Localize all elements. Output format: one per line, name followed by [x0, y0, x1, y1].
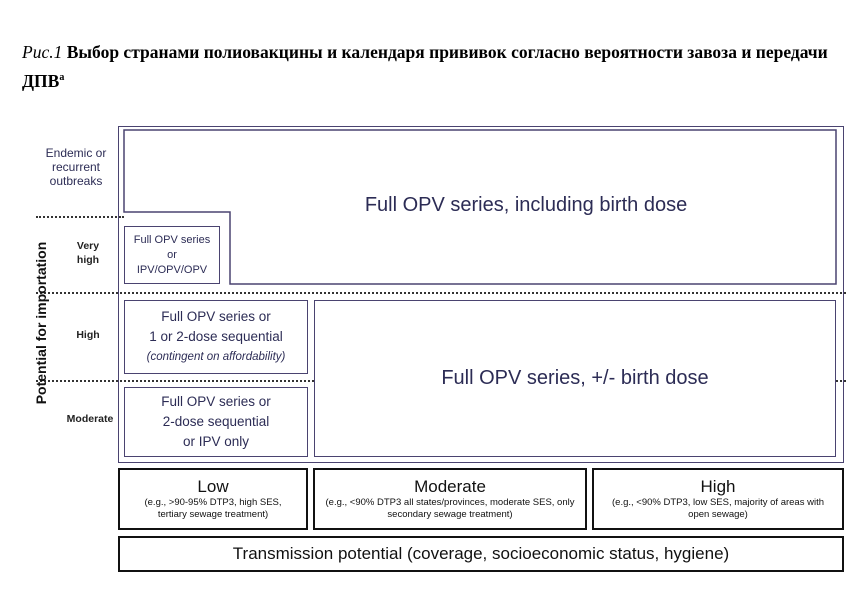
- very-high-small-line1: Full OPV series: [133, 233, 211, 246]
- separator-very-high: [36, 216, 124, 218]
- region-moderate-small: Full OPV series or 2-dose sequential or …: [124, 387, 308, 457]
- region-high-small: Full OPV series or 1 or 2-dose sequentia…: [124, 300, 308, 374]
- very-high-small-line2: or: [167, 248, 177, 261]
- region-full-birth-label: Full OPV series, including birth dose: [364, 193, 688, 216]
- region-full-birth-outline: [123, 129, 837, 285]
- region-full-plus-minus: Full OPV series, +/- birth dose: [314, 300, 836, 457]
- caption-prefix: Рис.1: [22, 42, 63, 62]
- y-level-moderate: Moderate: [66, 413, 114, 425]
- x-axis-title: Transmission potential (coverage, socioe…: [232, 544, 730, 563]
- high-small-line2: 1 or 2-dose sequential: [149, 329, 283, 344]
- moderate-small-line3: or IPV only: [182, 434, 250, 449]
- y-axis-title: Potential for importation: [33, 241, 49, 405]
- x-level-moderate-label: Moderate: [414, 477, 486, 496]
- x-level-high: High (e.g., <90% DTP3, low SES, majority…: [592, 468, 844, 530]
- moderate-small-line1: Full OPV series or: [161, 394, 271, 409]
- moderate-small-line2: 2-dose sequential: [162, 414, 270, 429]
- x-level-moderate: Moderate (e.g., <90% DTP3 all states/pro…: [313, 468, 587, 530]
- high-small-line1: Full OPV series or: [161, 309, 271, 324]
- x-level-low-note: (e.g., >90-95% DTP3, high SES, tertiary …: [144, 497, 282, 520]
- x-level-high-note: (e.g., <90% DTP3, low SES, majority of a…: [612, 497, 824, 520]
- x-level-high-label: High: [700, 477, 736, 496]
- y-level-endemic: Endemic or recurrent outbreaks: [45, 146, 107, 188]
- caption-superscript: a: [59, 72, 65, 83]
- high-small-line3: (contingent on affordability): [146, 351, 286, 363]
- diagram-frame: [118, 126, 844, 463]
- region-very-high-small: Full OPV series or IPV/OPV/OPV: [124, 226, 220, 284]
- separator-high: [36, 292, 846, 294]
- very-high-small-line3: IPV/OPV/OPV: [136, 263, 208, 276]
- x-level-moderate-note: (e.g., <90% DTP3 all states/provinces, m…: [325, 497, 575, 520]
- figure-caption: Рис.1 Выбор странами полиовакцины и кале…: [22, 40, 852, 94]
- caption-text: Выбор странами полиовакцины и календаря …: [22, 42, 828, 91]
- y-level-very-high: Very high: [76, 240, 100, 266]
- y-level-high: High: [76, 329, 100, 341]
- region-full-plus-minus-label: Full OPV series, +/- birth dose: [441, 367, 709, 389]
- x-axis-title-box: Transmission potential (coverage, socioe…: [118, 536, 844, 572]
- x-level-low-label: Low: [197, 477, 229, 496]
- x-level-low: Low (e.g., >90-95% DTP3, high SES, terti…: [118, 468, 308, 530]
